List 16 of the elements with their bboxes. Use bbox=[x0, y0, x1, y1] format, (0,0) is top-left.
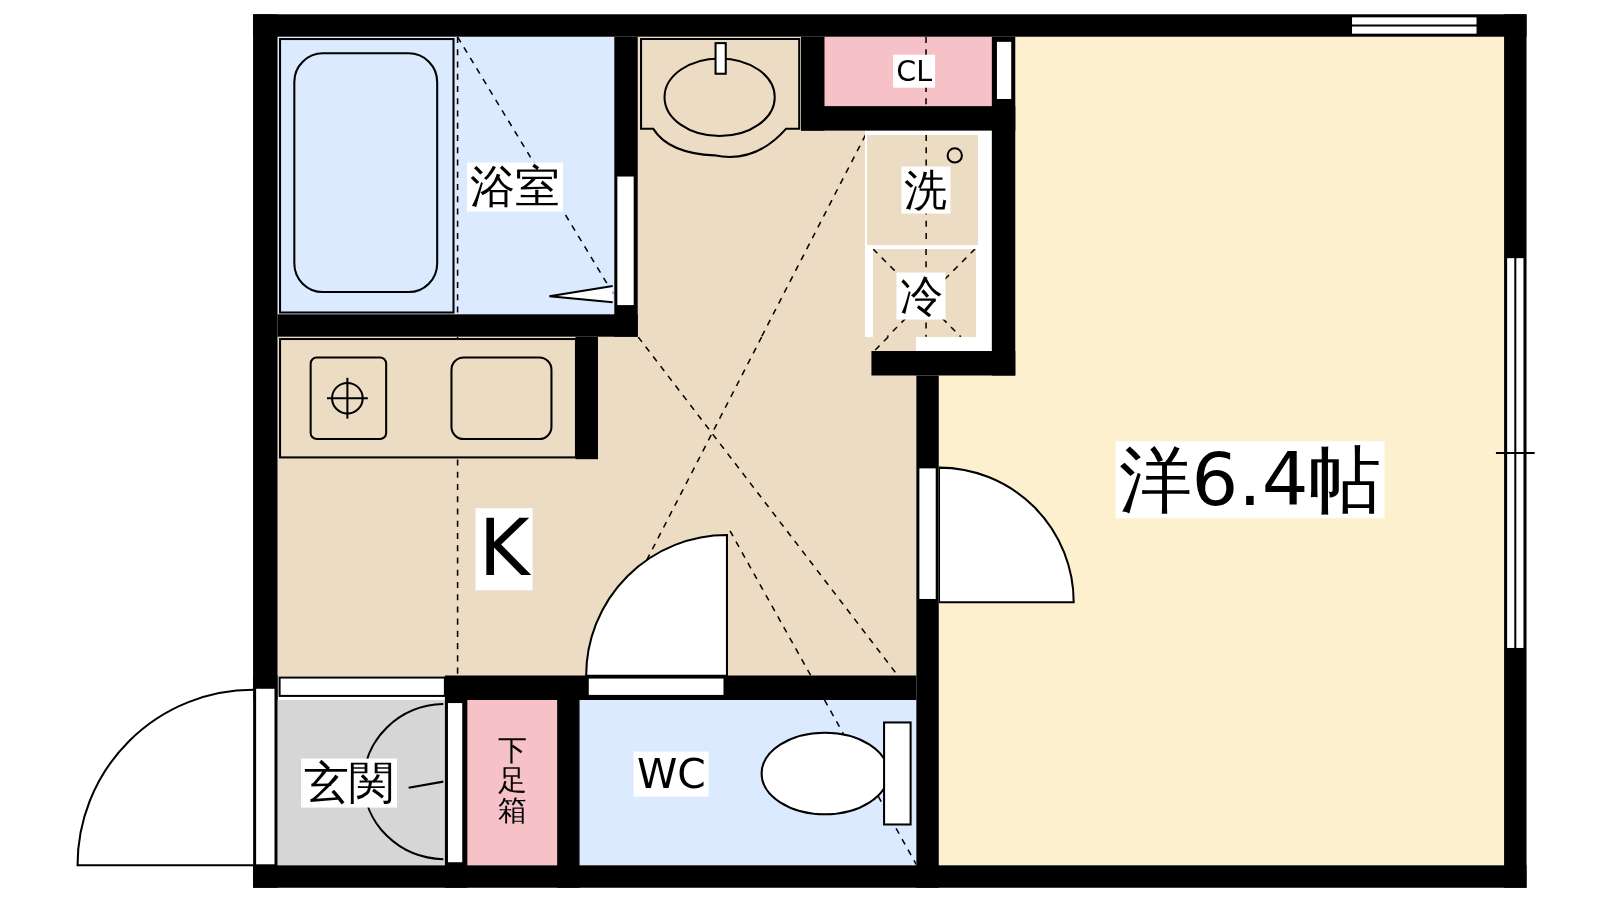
room-label: 洗 bbox=[901, 166, 950, 214]
room-label: 玄関 bbox=[300, 758, 397, 808]
kitchen-floor bbox=[277, 336, 917, 676]
room-label: 洋6.4帖 bbox=[1115, 440, 1385, 519]
washer-space bbox=[867, 134, 978, 245]
bathroom-floor bbox=[277, 36, 615, 315]
closet-floor bbox=[824, 36, 992, 107]
room-label: WC bbox=[634, 752, 709, 797]
shoe-cabinet bbox=[467, 700, 558, 866]
room-label: CL bbox=[893, 55, 936, 88]
toilet-room-floor bbox=[579, 700, 917, 866]
room-label: K bbox=[475, 508, 533, 590]
room-label: 下足箱 bbox=[496, 734, 528, 825]
room-label: 浴室 bbox=[467, 162, 564, 212]
entrance-floor bbox=[277, 700, 445, 866]
room-label: 冷 bbox=[896, 272, 946, 320]
